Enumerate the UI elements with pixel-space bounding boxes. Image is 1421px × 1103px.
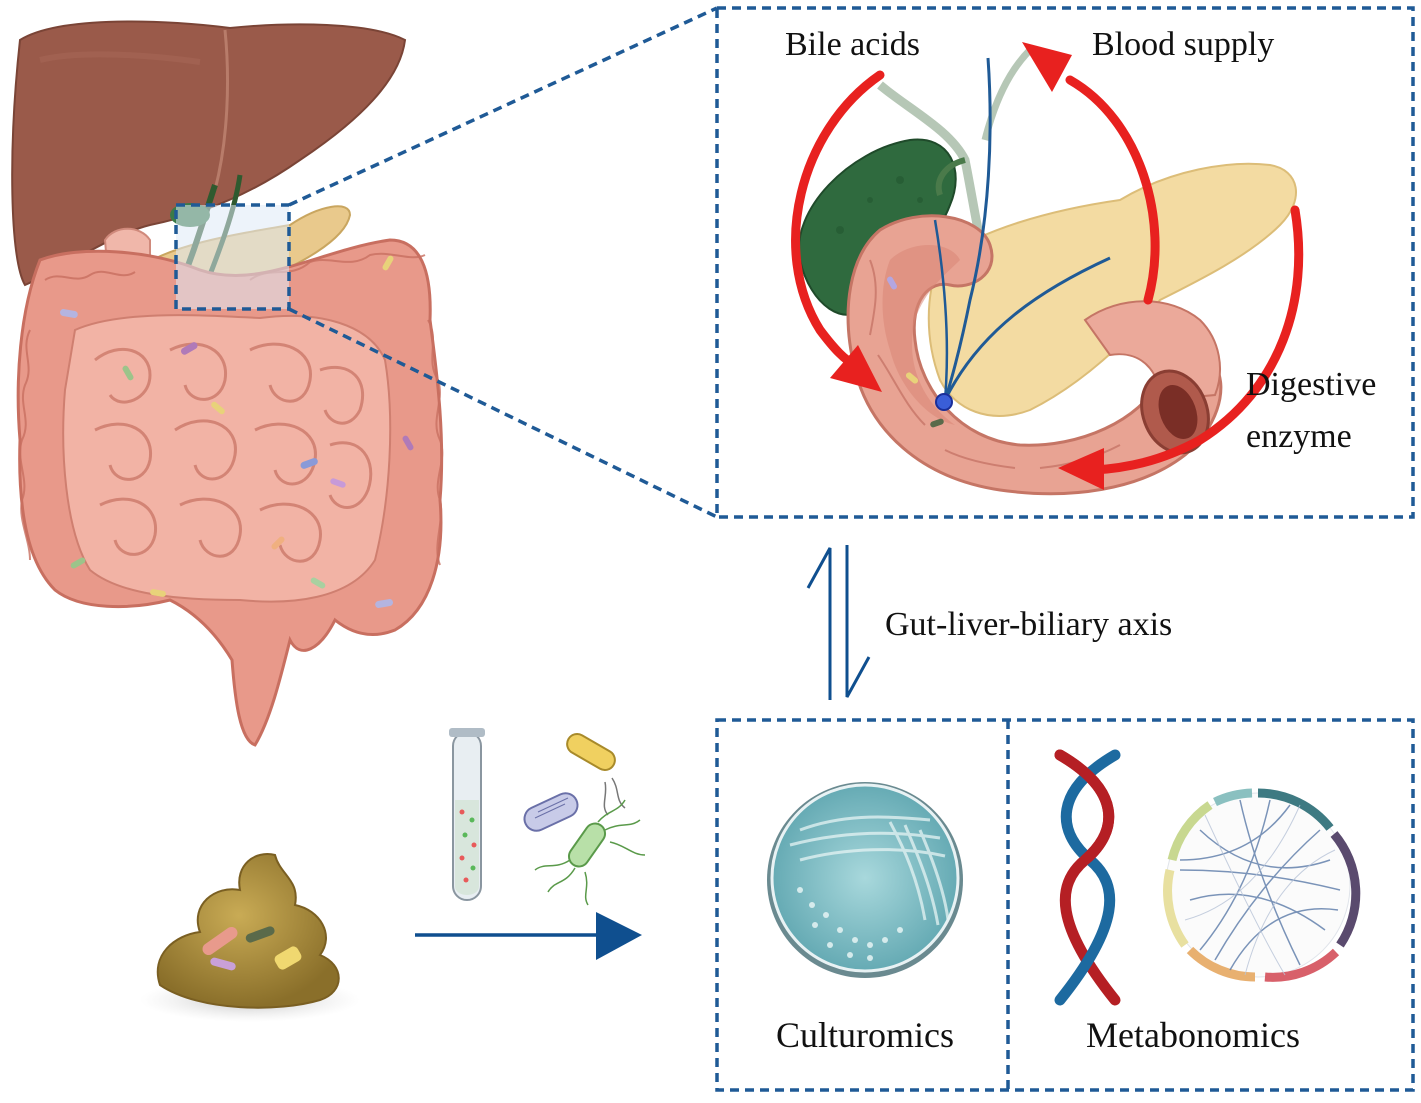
bacteria-icon (523, 733, 646, 906)
flow-arrows (791, 42, 1304, 490)
process-arrow (415, 912, 642, 960)
zoom-connector-bottom (288, 307, 718, 519)
zoom-connector-top (288, 6, 718, 207)
liver-icon (11, 20, 407, 287)
dna-helix-icon (1054, 749, 1121, 1006)
bile-acids-arrow (791, 70, 885, 370)
metabonomics-label: Metabonomics (1086, 1015, 1300, 1055)
zoom-anatomy (797, 47, 1297, 496)
small-intestine-icon (62, 314, 392, 603)
test-tube-icon (449, 728, 485, 901)
bile-acids-label: Bile acids (785, 26, 921, 63)
digestive-enzyme-arrow (1090, 205, 1304, 475)
blood-supply-arrow (1065, 75, 1160, 305)
blood-supply-label: Blood supply (1092, 26, 1275, 63)
gut-bacteria-group (59, 255, 414, 608)
stool-icon (156, 853, 340, 1009)
petri-dish-icon (767, 782, 963, 978)
zoom-box (174, 203, 291, 311)
ampulla-marker (935, 393, 953, 411)
pancreas-icon (927, 162, 1297, 417)
methods-panel-frame (715, 718, 1415, 1092)
axis-label: Gut-liver-biliary axis (885, 606, 1173, 643)
culturomics-label: Culturomics (776, 1015, 954, 1055)
equilibrium-arrow-icon (806, 545, 871, 700)
digestive-enzyme-label-line1: Digestive (1246, 366, 1377, 403)
zoom-panel-frame (715, 6, 1415, 519)
anatomy-group (11, 20, 444, 747)
stool-sample (140, 853, 360, 1022)
chord-diagram-icon (1163, 788, 1361, 982)
digestive-enzyme-label-line2: enzyme (1246, 418, 1352, 455)
